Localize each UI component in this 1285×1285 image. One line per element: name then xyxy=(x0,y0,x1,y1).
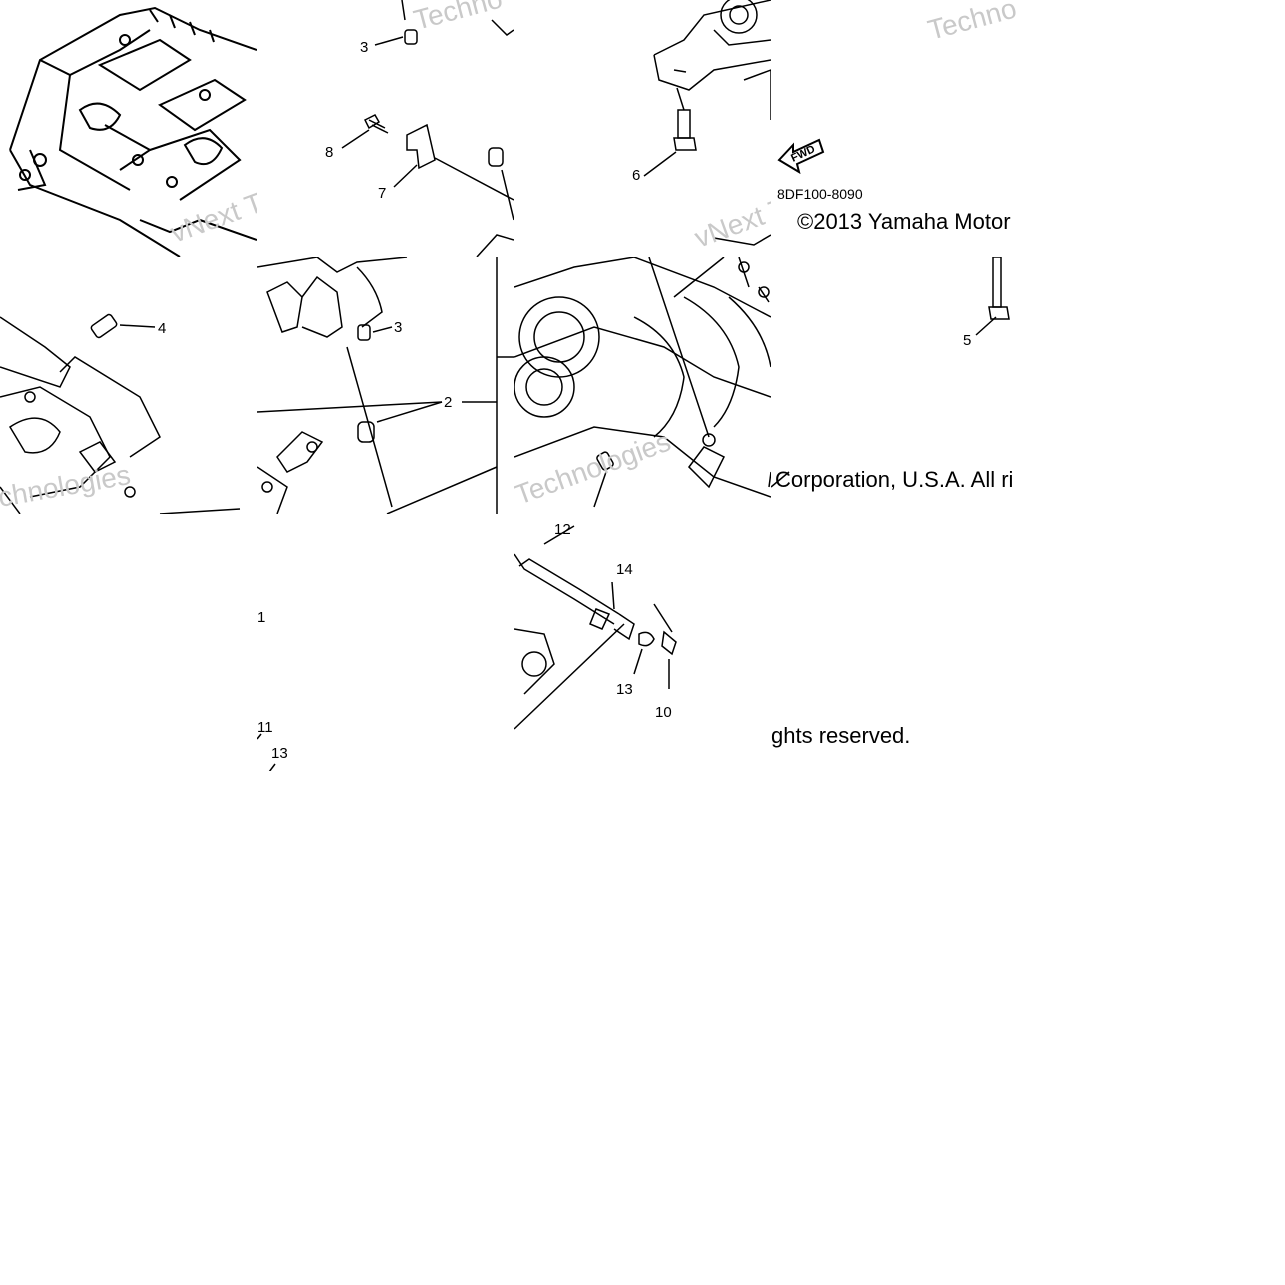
tile-parts-1-11-13: 1 11 13 xyxy=(257,514,514,771)
diagram-code: 8DF100-8090 xyxy=(777,186,863,202)
long-bolt xyxy=(992,257,1002,308)
callout-10: 10 xyxy=(655,704,672,721)
callout-13: 13 xyxy=(271,745,288,762)
callout-14: 14 xyxy=(616,561,633,578)
dowel-pin xyxy=(357,324,371,341)
fwd-arrow-icon: FWD xyxy=(777,138,825,175)
watermark: vNext Tec xyxy=(690,183,771,254)
tile-part-4: 4 chnologies xyxy=(0,257,257,514)
watermark: vNext Tec xyxy=(166,178,257,249)
callout-2: 2 xyxy=(444,394,452,411)
callout-3: 3 xyxy=(394,319,402,336)
bolt xyxy=(677,109,691,139)
watermark: Techno xyxy=(411,0,506,36)
watermark: Technologies xyxy=(514,426,675,511)
dowel-pin xyxy=(357,421,375,443)
callout-13: 13 xyxy=(616,681,633,698)
copyright-line-1: ©2013 Yamaha Motor xyxy=(797,209,1011,234)
tile-crankcase: Technologies xyxy=(514,257,771,514)
dowel-pin xyxy=(404,29,418,45)
callout-8: 8 xyxy=(325,144,333,161)
cylinder-head-drawing: vNext Tec xyxy=(9,6,257,257)
copyright-line-2: Corporation, U.S.A. All ri xyxy=(775,467,1014,492)
callout-6: 6 xyxy=(632,167,640,184)
dowel-pin xyxy=(90,313,118,339)
tile-part-6: 6 vNext Tec xyxy=(514,0,771,257)
tile-part-5: 5 Corporation, U.S.A. All ri xyxy=(771,257,1028,514)
tile-head-top: vNext Tec xyxy=(0,0,257,257)
callout-12: 12 xyxy=(554,521,571,538)
callout-1: 1 xyxy=(257,609,265,626)
copyright-line-3: ghts reserved. xyxy=(771,723,911,748)
tile-parts-2-3: 3 2 xyxy=(257,257,514,514)
tile-hose-parts: 12 14 13 10 xyxy=(514,514,771,771)
watermark: chnologies xyxy=(0,459,133,513)
callout-5: 5 xyxy=(963,332,971,349)
tile-title-block: Techno FWD 8DF100-8090 ©2013 Yamaha Moto… xyxy=(771,0,1028,257)
watermark: Techno xyxy=(925,0,1020,46)
breather-hose xyxy=(514,553,615,625)
callout-11: 11 xyxy=(257,719,273,736)
callout-7: 7 xyxy=(378,185,386,202)
callout-4: 4 xyxy=(158,320,166,337)
tile-parts-3-7-8: Techno 3 8 7 xyxy=(257,0,514,257)
callout-3: 3 xyxy=(360,39,368,56)
bracket xyxy=(406,123,436,170)
tile-copyright-end: ghts reserved. xyxy=(771,514,1028,771)
